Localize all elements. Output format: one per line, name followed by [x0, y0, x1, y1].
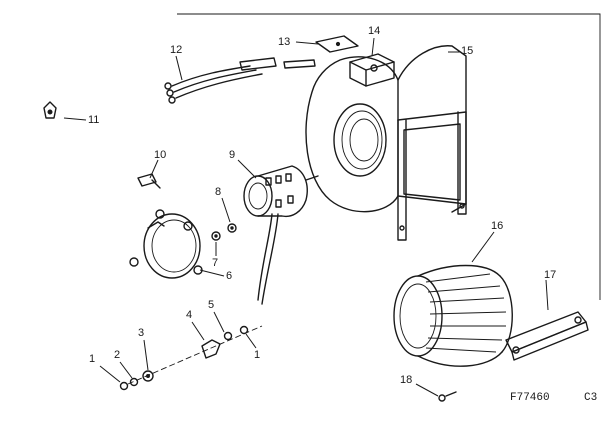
part-12-wiring-harness [164, 57, 316, 104]
callout-13: 13 [278, 36, 291, 48]
callout-15: 15 [461, 45, 474, 57]
assembly-border [177, 13, 601, 300]
callout-3: 3 [138, 327, 145, 339]
callout-12: 12 [170, 44, 183, 56]
part-1-washer-left [119, 381, 129, 391]
part-7-washer [211, 231, 221, 241]
part-6-motor-mount [129, 209, 203, 279]
callout-14: 14 [368, 25, 381, 37]
callout-10: 10 [154, 149, 167, 161]
part-17-cutoff-plate [505, 311, 589, 361]
part-13-plate [315, 35, 359, 53]
callout-5: 5 [208, 299, 215, 311]
callout-6: 6 [226, 270, 233, 282]
callout-7: 7 [212, 257, 219, 269]
part-15-blower-housing [305, 45, 467, 241]
callout-8: 8 [215, 186, 222, 198]
callout-9: 9 [229, 149, 236, 161]
callout-16: 16 [491, 220, 504, 232]
callout-2: 2 [114, 349, 121, 361]
part-14-terminal-box [349, 53, 395, 87]
leader-lines [63, 37, 549, 397]
part-5-spacer [223, 331, 233, 341]
part-10-screw [137, 173, 161, 189]
part-1-washer-right [239, 325, 249, 335]
part-3-collar [142, 370, 154, 382]
part-2-washer [129, 377, 139, 387]
callout-17: 17 [544, 269, 557, 281]
part-16-blower-wheel [393, 264, 513, 367]
part-18-screw [438, 391, 457, 402]
part-9-motor [243, 165, 319, 305]
part-11-clip [43, 101, 57, 119]
part-4-bushing [201, 339, 221, 359]
callout-18: 18 [400, 374, 413, 386]
callout-1-right: 1 [254, 349, 261, 361]
part-8-nut [227, 223, 237, 233]
sheet-code: C3 [584, 392, 598, 404]
callout-1-left: 1 [89, 353, 96, 365]
drawing-code: F77460 [510, 392, 550, 404]
callout-4: 4 [186, 309, 193, 321]
callout-11: 11 [88, 114, 100, 126]
